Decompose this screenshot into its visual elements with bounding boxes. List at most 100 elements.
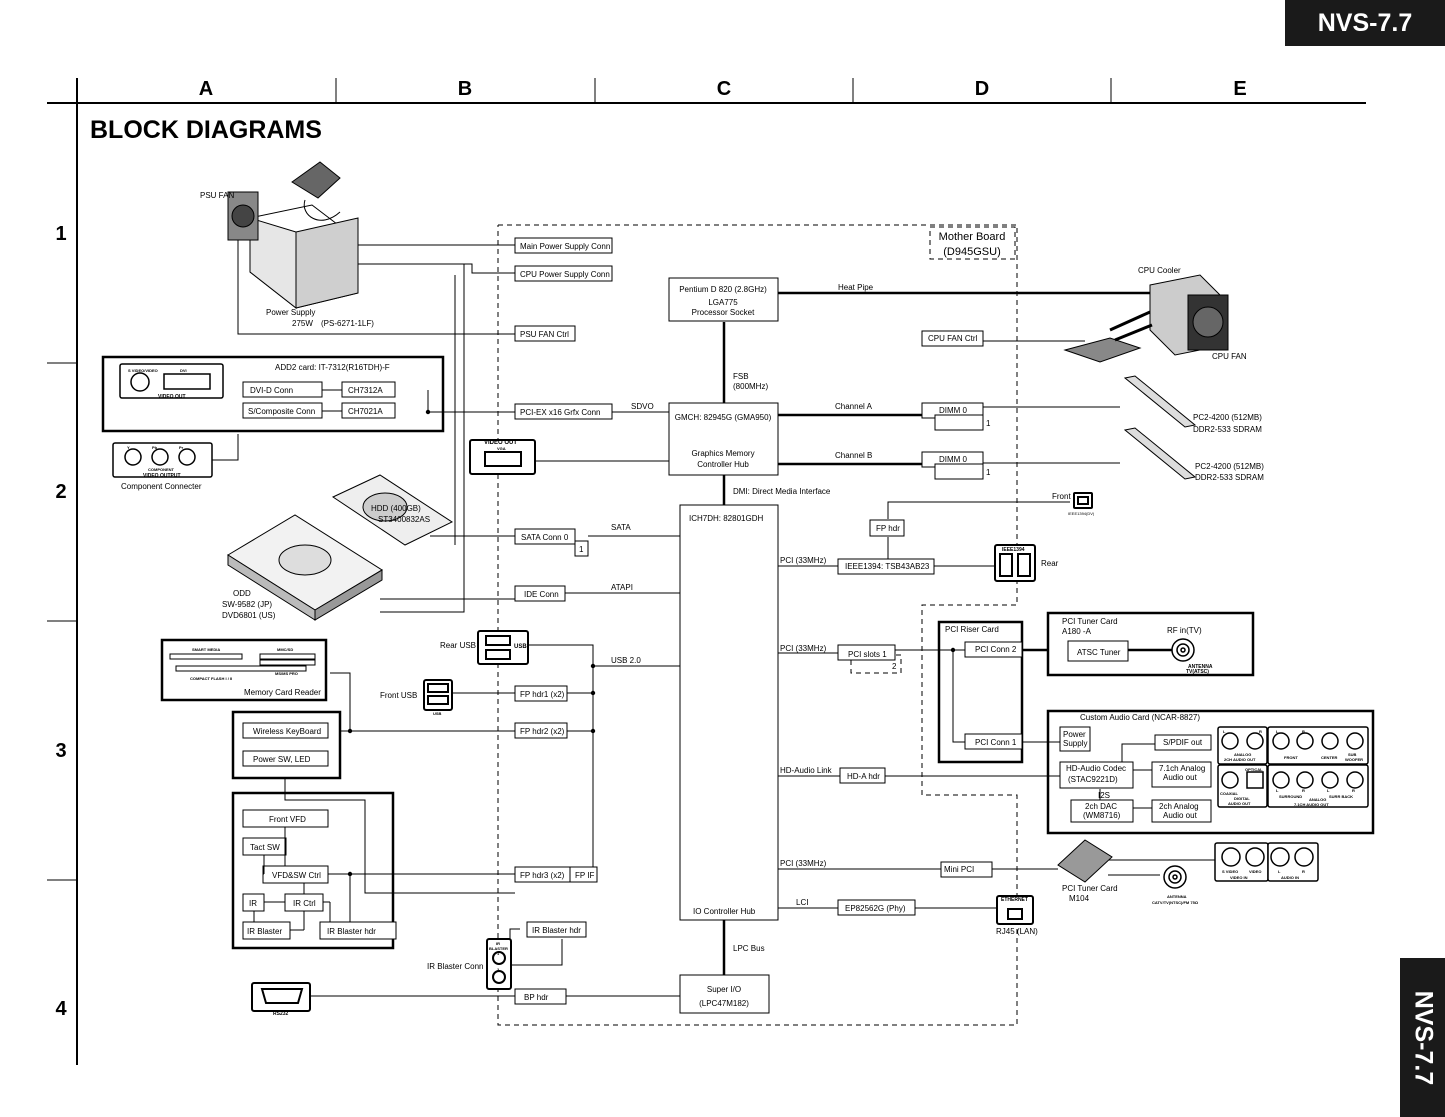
col-label-e: E (1233, 78, 1246, 100)
power-sw-label: Power SW, LED (253, 755, 311, 764)
ch7021-label: CH7021A (348, 407, 383, 416)
pci-riser-label: PCI Riser Card (945, 625, 999, 634)
thick-buses (722, 291, 1172, 975)
jack-2ch-r: R (1259, 729, 1262, 734)
audio-supply-label: Supply (1063, 739, 1087, 748)
jack-back-l: L (1327, 788, 1330, 793)
dac-line1: 2ch DAC (1085, 802, 1117, 811)
vin-svideo-label: S VIDEO (1222, 869, 1238, 874)
cpu-line2: LGA775 (708, 298, 738, 307)
col-label-d: D (975, 78, 989, 100)
dimm0-b-num: 1 (986, 468, 991, 477)
pci-slots-label: PCI slots 1 (848, 650, 887, 659)
model-badge-side: NVS-7.7 (1400, 958, 1445, 1117)
lpc-label: LPC Bus (733, 944, 765, 953)
tact-sw-label: Tact SW (250, 843, 280, 852)
io-hub-label: IO Controller Hub (693, 907, 756, 916)
bp-hdr: BP hdr (524, 993, 549, 1002)
ieee1394-rear-port (994, 544, 1036, 582)
rf-in-label: RF in(TV) (1167, 626, 1202, 635)
dimm-modules-icon (1123, 375, 1197, 480)
mini-pci-antenna-jack (1163, 865, 1187, 889)
ethernet-port (996, 895, 1034, 925)
row-label-2: 2 (55, 481, 66, 503)
psu-model-label: (PS-6271-1LF) (321, 319, 374, 328)
jack-back-r: R (1352, 788, 1355, 793)
fp-hdr-label: FP hdr (876, 524, 900, 533)
psu-fan-ctrl: PSU FAN Ctrl (520, 330, 569, 339)
cpu-cooler-label: CPU Cooler (1138, 266, 1181, 275)
cpu-line3: Processor Socket (692, 308, 755, 317)
keyboard-power-frame (231, 710, 342, 780)
row-label-3: 3 (55, 740, 66, 762)
front-vfd-frame (231, 791, 395, 950)
fp-hdr1: FP hdr1 (x2) (520, 690, 565, 699)
jack-surr-r: R (1302, 788, 1305, 793)
lan-phy-label: EP82562G (Phy) (845, 904, 906, 913)
hdd-line1: HDD (400GB) (371, 504, 421, 513)
main-power-conn: Main Power Supply Conn (520, 242, 610, 251)
bus-hd-audio: HD-Audio Link (780, 766, 833, 775)
rear-usb-port (477, 630, 529, 665)
atsc-tuner-label: ATSC Tuner (1077, 648, 1121, 657)
audio-card-frame (1046, 709, 1375, 835)
fsb-label: FSB (733, 372, 749, 381)
antenna-label: ANTENNA (1188, 664, 1213, 670)
comp-pb-label: Pb (152, 445, 158, 450)
dimm0-a: DIMM 0 (939, 406, 968, 415)
row-label-1: 1 (55, 223, 66, 245)
fp-if: FP IF (575, 871, 595, 880)
dimm0-b: DIMM 0 (939, 455, 968, 464)
jack-71ch-out-label: 7.1CH AUDIO OUT (1294, 802, 1329, 807)
codec-line2: (STAC9221D) (1068, 775, 1118, 784)
rj45-label: RJ45 (LAN) (996, 927, 1038, 936)
pci-ex-conn: PCI-EX x16 Grfx Conn (520, 408, 600, 417)
col-label-b: B (458, 78, 472, 100)
vin-video-label: VIDEO (1249, 869, 1261, 874)
dvid-conn-label: DVI-D Conn (250, 386, 293, 395)
mini-pci-tuner-icon (1057, 839, 1113, 883)
jack-surr-l: L (1276, 788, 1279, 793)
ir-blaster-label: IR Blaster (247, 927, 282, 936)
card-reader-slots (169, 653, 316, 672)
vga-title: VIDEO OUT (484, 440, 517, 446)
jack-front-l: L (1276, 729, 1279, 734)
ir-blaster-hdr-label: IR Blaster hdr (327, 927, 376, 936)
antenna-sub-label: TV(ATSC) (1186, 669, 1209, 675)
hdd-line2: ST3400832AS (378, 515, 430, 524)
ir-blaster-port (486, 938, 512, 990)
dimm-a-type: DDR2-533 SDRAM (1193, 425, 1262, 434)
ieee1394-chip: IEEE1394: TSB43AB23 (845, 562, 930, 571)
add2-card-title: ADD2 card: IT-7312(R16TDH)-F (275, 363, 390, 372)
svideo-panel-label: S VIDEO/VIDEO (128, 368, 158, 373)
gmch-line1: GMCH: 82945G (GMA950) (675, 413, 772, 422)
ain-l-label: L (1278, 869, 1281, 874)
ain-label: AUDIO IN (1281, 875, 1299, 880)
front-usb-label: Front USB (380, 691, 417, 700)
ieee1394-rear-label: Rear (1041, 559, 1059, 568)
cpu-cooler-icon (1063, 274, 1229, 363)
jack-woofer-label: WOOFER (1345, 757, 1363, 762)
bus-lci: LCI (796, 898, 808, 907)
comp-y-label: Y (127, 445, 130, 450)
ieee1394-front-port (1073, 492, 1093, 509)
ir-tag-mid: BLASTER (489, 946, 508, 951)
ieee1394-front-icon-label: IEEE1394(DV) (1068, 511, 1095, 516)
hda-hdr-label: HD-A hdr (847, 772, 880, 781)
jack-center-label: CENTER (1321, 755, 1338, 760)
ide-conn: IDE Conn (524, 590, 559, 599)
audio-jack-panel (1217, 726, 1369, 808)
vga-sub: VGA (497, 446, 506, 451)
bus-sata: SATA (611, 523, 631, 532)
bus-channel-b: Channel B (835, 451, 872, 460)
superio-line1: Super I/O (707, 985, 741, 994)
ir-num1: 1 (497, 951, 500, 956)
jack-analog-label: ANALOG (1234, 752, 1251, 757)
mini-pci-tuner-label: PCI Tuner Card (1062, 884, 1118, 893)
pci-conn1: PCI Conn 1 (975, 738, 1017, 747)
vfd-ctrl-label: VFD&SW Ctrl (272, 871, 321, 880)
mmc-sd-label: MMC/SD (277, 647, 293, 652)
mini-pci-antenna: ANTENNA (1167, 894, 1187, 899)
ir-ctrl-label: IR Ctrl (293, 899, 316, 908)
